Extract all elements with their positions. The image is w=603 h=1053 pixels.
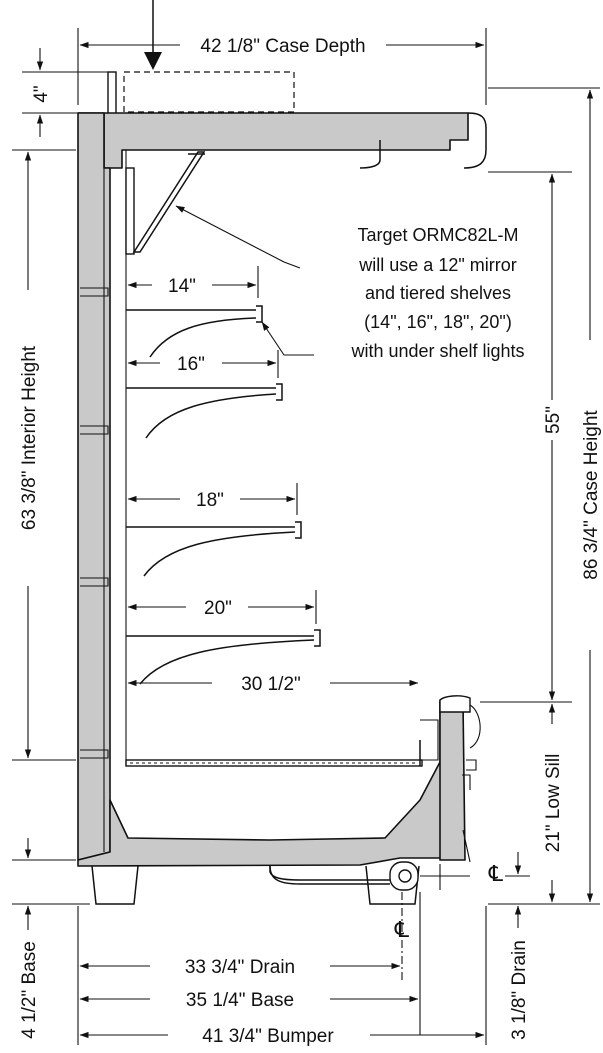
bottom-deck [125,740,423,767]
sill-cap [439,695,471,713]
shelf-18 [126,521,302,577]
shelf-16 [126,383,283,439]
drain-distance-label: 33 3/4" Drain [185,957,295,978]
note-line-3: and tiered shelves [365,283,511,303]
callout-note: Target ORMC82L-M will use a 12" mirror a… [350,225,524,361]
shelf-light-leader [261,321,314,356]
case-depth-label: 42 1/8" Case Depth [200,36,365,57]
interior-height-label: 63 3/8" Interior Height [19,345,40,530]
note-line-2: will use a 12" mirror [358,255,516,275]
canopy-curl [463,112,487,169]
shelf-20 [126,629,321,685]
case-body [77,112,469,867]
drain-height-label: 3 1/8" Drain [509,940,530,1040]
mirror-leader [175,205,301,269]
low-sill-label: 21" Low Sill [543,754,564,853]
canopy-post [107,71,117,115]
note-line-5: with under shelf lights [350,341,524,361]
shelf-14-label: 14" [168,276,196,297]
note-line-4: (14", 16", 18", 20") [364,312,512,332]
case-height-label: 86 3/4" Case Height [581,410,602,580]
note-line-1: Target ORMC82L-M [357,225,518,245]
centerline-symbol-1: ℄ [488,861,504,886]
base [91,861,470,905]
base-height-label: 4 1/2" Base [19,941,40,1039]
sill-bumper [469,704,481,749]
base-depth-label: 35 1/4" Base [186,990,294,1011]
shelf-18-label: 18" [196,490,224,511]
deck-depth-label: 30 1/2" [241,674,301,695]
canopy-outline [123,71,295,113]
shelf-14 [126,305,263,358]
mirror [125,151,206,255]
shelf-20-label: 20" [204,598,232,619]
top-height-label: 4" [31,85,52,102]
opening-height-label: 55" [543,406,564,434]
shelf-16-label: 16" [177,354,205,375]
bumper-depth-label: 41 3/4" Bumper [202,1026,334,1047]
airflow-arrow [144,0,162,70]
